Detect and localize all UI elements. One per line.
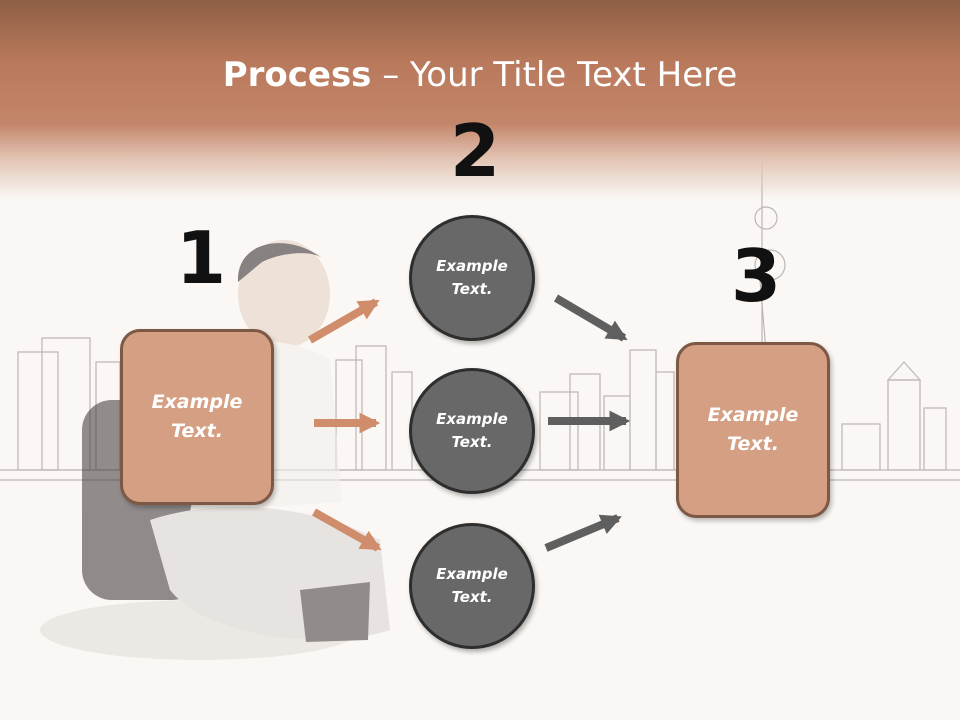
step-number-2: 2	[450, 109, 501, 193]
child-figure	[40, 240, 390, 660]
process-circle-bottom: Example Text.	[409, 523, 535, 649]
right-process-box: Example Text.	[676, 342, 830, 518]
title-band	[0, 0, 960, 200]
circle-bottom-label: Example Text.	[436, 565, 508, 606]
left-process-box: Example Text.	[120, 329, 274, 505]
step-number-3: 3	[731, 234, 782, 318]
slide-title: Process – Your Title Text Here	[0, 55, 960, 95]
title-bold: Process	[222, 55, 372, 95]
process-circle-top: Example Text.	[409, 215, 535, 341]
left-box-label: Example Text.	[151, 391, 243, 442]
circle-top-label: Example Text.	[436, 257, 508, 298]
circle-middle-label: Example Text.	[436, 410, 508, 451]
right-box-label: Example Text.	[707, 404, 799, 455]
title-rest: – Your Title Text Here	[371, 55, 738, 95]
process-circle-middle: Example Text.	[409, 368, 535, 494]
step-number-1: 1	[176, 216, 227, 300]
